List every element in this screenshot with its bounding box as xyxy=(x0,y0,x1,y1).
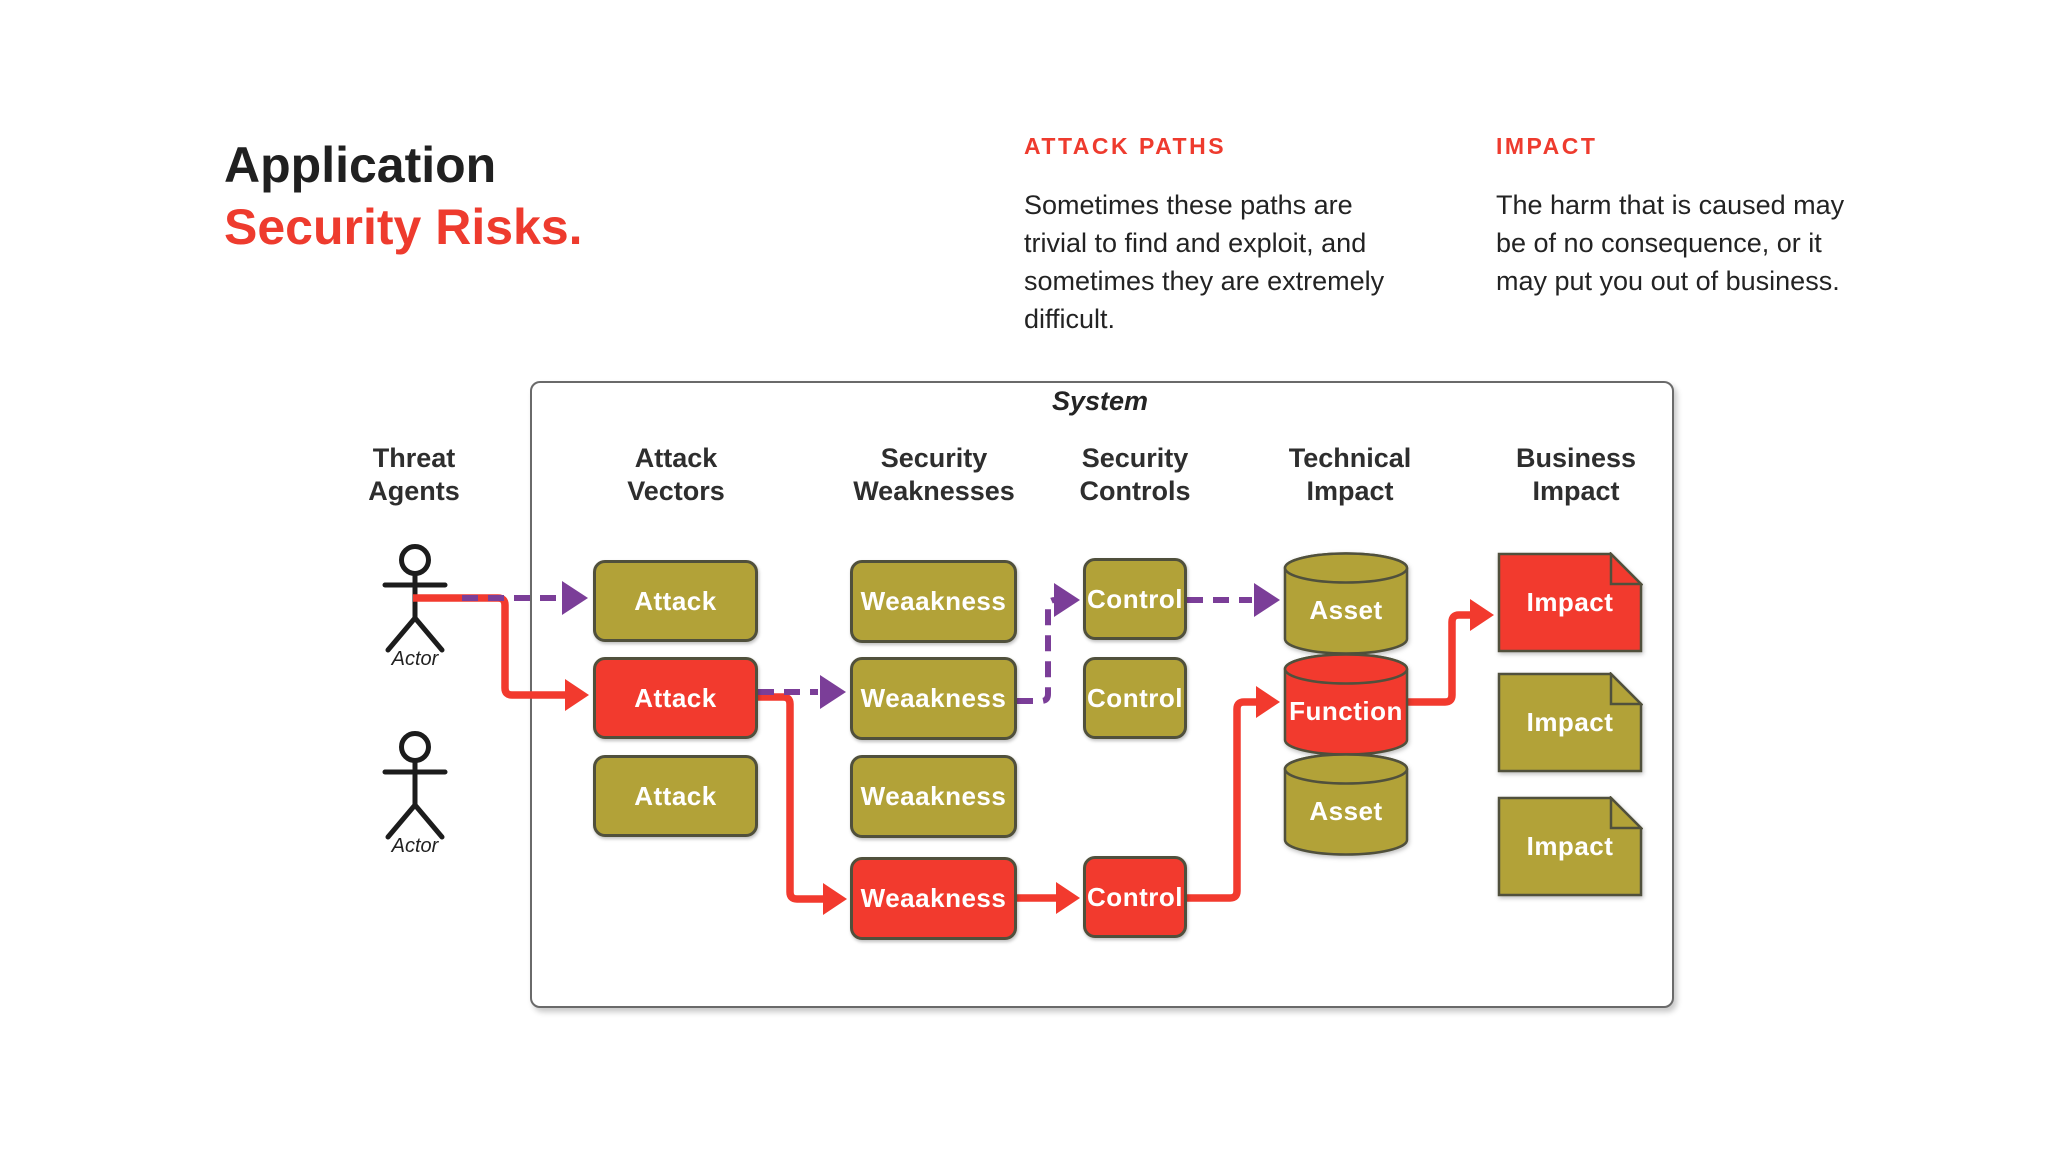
column-header-threat-agents: Threat Agents xyxy=(368,443,460,506)
weakness-box-3: Weaakness xyxy=(850,755,1017,838)
page-title: Application Security Risks. xyxy=(224,134,583,258)
weakness-box-2: Weaakness xyxy=(850,657,1017,740)
impact-body: The harm that is caused may be of no con… xyxy=(1496,190,1845,296)
attack-paths-body: Sometimes these paths are trivial to fin… xyxy=(1024,190,1385,334)
weakness-box-1: Weaakness xyxy=(850,560,1017,643)
title-line-2: Security Risks. xyxy=(224,199,583,255)
column-header-attack-vectors: Attack Vectors xyxy=(627,443,725,506)
weakness-box-4: Weaakness xyxy=(850,857,1017,940)
actor-label: Actor xyxy=(391,835,439,857)
impact-heading: IMPACT xyxy=(1496,133,1598,159)
attack-box-3: Attack xyxy=(593,755,758,837)
title-line-1: Application xyxy=(224,137,497,193)
column-header-security-weaknesses: Security Weaknesses xyxy=(853,443,1015,506)
actor-label: Actor xyxy=(391,648,439,670)
actor-icon xyxy=(382,731,448,840)
attack-box-2: Attack xyxy=(593,657,758,739)
column-header-security-controls: Security Controls xyxy=(1079,443,1191,506)
control-box-3: Control xyxy=(1083,856,1187,938)
system-frame-label: System xyxy=(1051,386,1149,416)
control-box-1: Control xyxy=(1083,558,1187,640)
attack-paths-heading: ATTACK PATHS xyxy=(1024,133,1227,159)
actor-icon xyxy=(382,544,448,653)
control-box-2: Control xyxy=(1083,657,1187,739)
column-header-technical-impact: Technical Impact xyxy=(1288,443,1412,506)
column-header-business-impact: Business Impact xyxy=(1515,443,1637,506)
attack-box-1: Attack xyxy=(593,560,758,642)
